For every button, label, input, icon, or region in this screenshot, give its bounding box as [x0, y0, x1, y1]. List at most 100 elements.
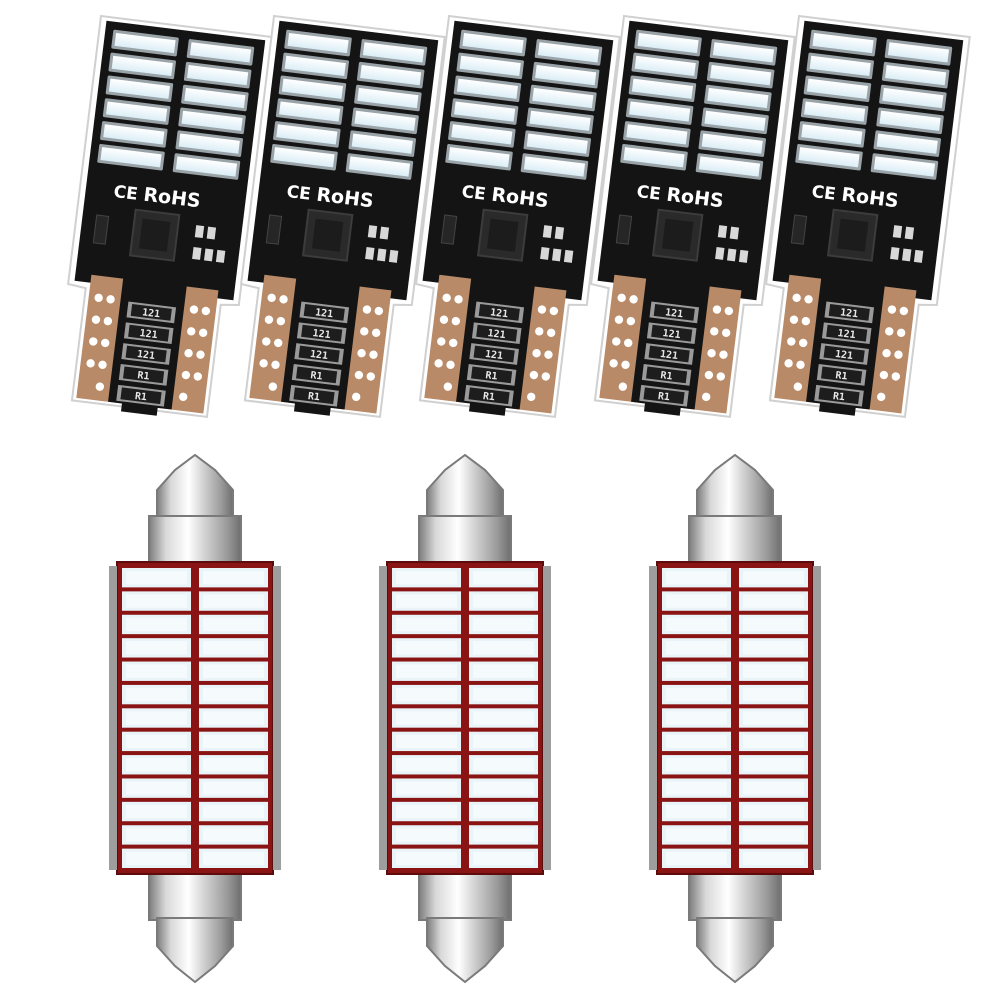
contact-hole: [891, 372, 901, 381]
led-chip-lens: [743, 804, 804, 819]
smd-pad: [365, 247, 375, 260]
led-chip-lens: [473, 641, 534, 655]
contact-hole: [707, 348, 716, 358]
led-chip-lens: [473, 828, 534, 842]
smd-pad: [542, 225, 553, 239]
contact-hole: [264, 315, 274, 324]
contact-hole: [609, 359, 618, 368]
led-chip-lens: [666, 664, 727, 678]
led-chip: [698, 156, 761, 177]
led-chip: [712, 42, 775, 63]
led-chip-lens: [126, 687, 187, 702]
contact-hole: [629, 295, 638, 304]
resistor-label: 121: [309, 349, 328, 362]
smd-pad: [738, 249, 749, 263]
led-chip-lens: [666, 617, 727, 632]
led-chip: [348, 156, 411, 177]
resistor-label: R1: [660, 370, 673, 382]
led-chip-lens: [203, 641, 264, 655]
led-chip-lens: [473, 617, 534, 632]
contact-hole: [721, 328, 731, 338]
resistor-top: [298, 345, 340, 363]
led-chip-lens: [473, 851, 534, 865]
chrome-collar-top: [148, 515, 242, 569]
resistor-top: [651, 324, 693, 342]
resistor-label: R1: [835, 370, 848, 382]
led-chip: [100, 147, 162, 168]
smd-pad: [388, 249, 399, 263]
led-chip-lens: [743, 687, 804, 702]
led-chip-lens: [396, 711, 457, 725]
led-chip-lens: [396, 781, 457, 795]
led-chip: [637, 32, 699, 54]
smd-pad: [563, 249, 574, 263]
led-chip: [360, 65, 422, 86]
smd-pad: [367, 225, 378, 239]
led-chip: [629, 101, 691, 122]
led-chip: [707, 87, 769, 109]
resistor-top: [476, 324, 518, 342]
resistor-top: [296, 366, 338, 384]
led-chip: [281, 78, 344, 99]
smd-pad: [729, 226, 740, 240]
contact-hole: [374, 306, 384, 316]
festoon-bulb: [649, 453, 821, 984]
smd-pad: [540, 247, 550, 260]
led-chip: [114, 32, 176, 54]
diode: [92, 214, 110, 245]
smd-pad: [215, 249, 226, 263]
led-chip: [879, 110, 941, 131]
resistor-top: [130, 303, 172, 321]
chrome-cap-bottom: [696, 917, 774, 984]
led-chip-lens: [126, 641, 187, 655]
contact-hole: [451, 316, 461, 326]
led-chip: [809, 55, 871, 77]
led-chip-lens: [743, 781, 804, 795]
contact-hole: [882, 348, 891, 358]
resistor-label: 121: [489, 307, 508, 320]
led-chip: [287, 32, 349, 54]
led-chip: [804, 101, 866, 122]
led-chip-lens: [203, 804, 264, 819]
driver-ic-die: [836, 218, 869, 252]
led-chip: [873, 156, 936, 177]
led-chip: [187, 65, 249, 86]
contact-hole: [784, 359, 793, 368]
led-chip-lens: [473, 711, 534, 725]
contact-hole: [354, 370, 364, 380]
led-chip: [812, 32, 874, 54]
contact-hole: [787, 337, 796, 346]
contact-hole: [443, 382, 453, 391]
contact-hole: [91, 315, 101, 324]
led-chip-lens: [743, 617, 804, 632]
resistor-top: [653, 303, 695, 321]
resistor-label: 121: [664, 307, 683, 320]
led-chip-lens: [743, 571, 804, 585]
led-chip-lens: [743, 828, 804, 842]
contact-hole: [887, 305, 897, 314]
side-rail-right: [543, 566, 551, 870]
contact-hole: [262, 337, 271, 346]
led-chip-lens: [666, 711, 727, 725]
led-chip: [362, 42, 425, 63]
contact-hole: [716, 372, 726, 381]
led-chip-lens: [126, 664, 187, 678]
led-chip-lens: [396, 687, 457, 702]
resistor-label: R1: [657, 391, 670, 403]
led-chip-lens: [473, 687, 534, 702]
resistor-top: [128, 324, 170, 342]
chrome-collar-top: [688, 515, 782, 569]
contact-hole: [106, 295, 115, 304]
contact-hole: [352, 392, 361, 402]
led-chip: [885, 65, 947, 86]
led-chip: [532, 87, 594, 109]
led-chip-lens: [473, 758, 534, 772]
chrome-cap-top: [426, 453, 504, 519]
chrome-cap-top: [696, 453, 774, 519]
resistor-top: [303, 303, 345, 321]
led-chip: [887, 42, 950, 63]
contact-hole: [89, 337, 98, 346]
led-chip-lens: [396, 664, 457, 678]
